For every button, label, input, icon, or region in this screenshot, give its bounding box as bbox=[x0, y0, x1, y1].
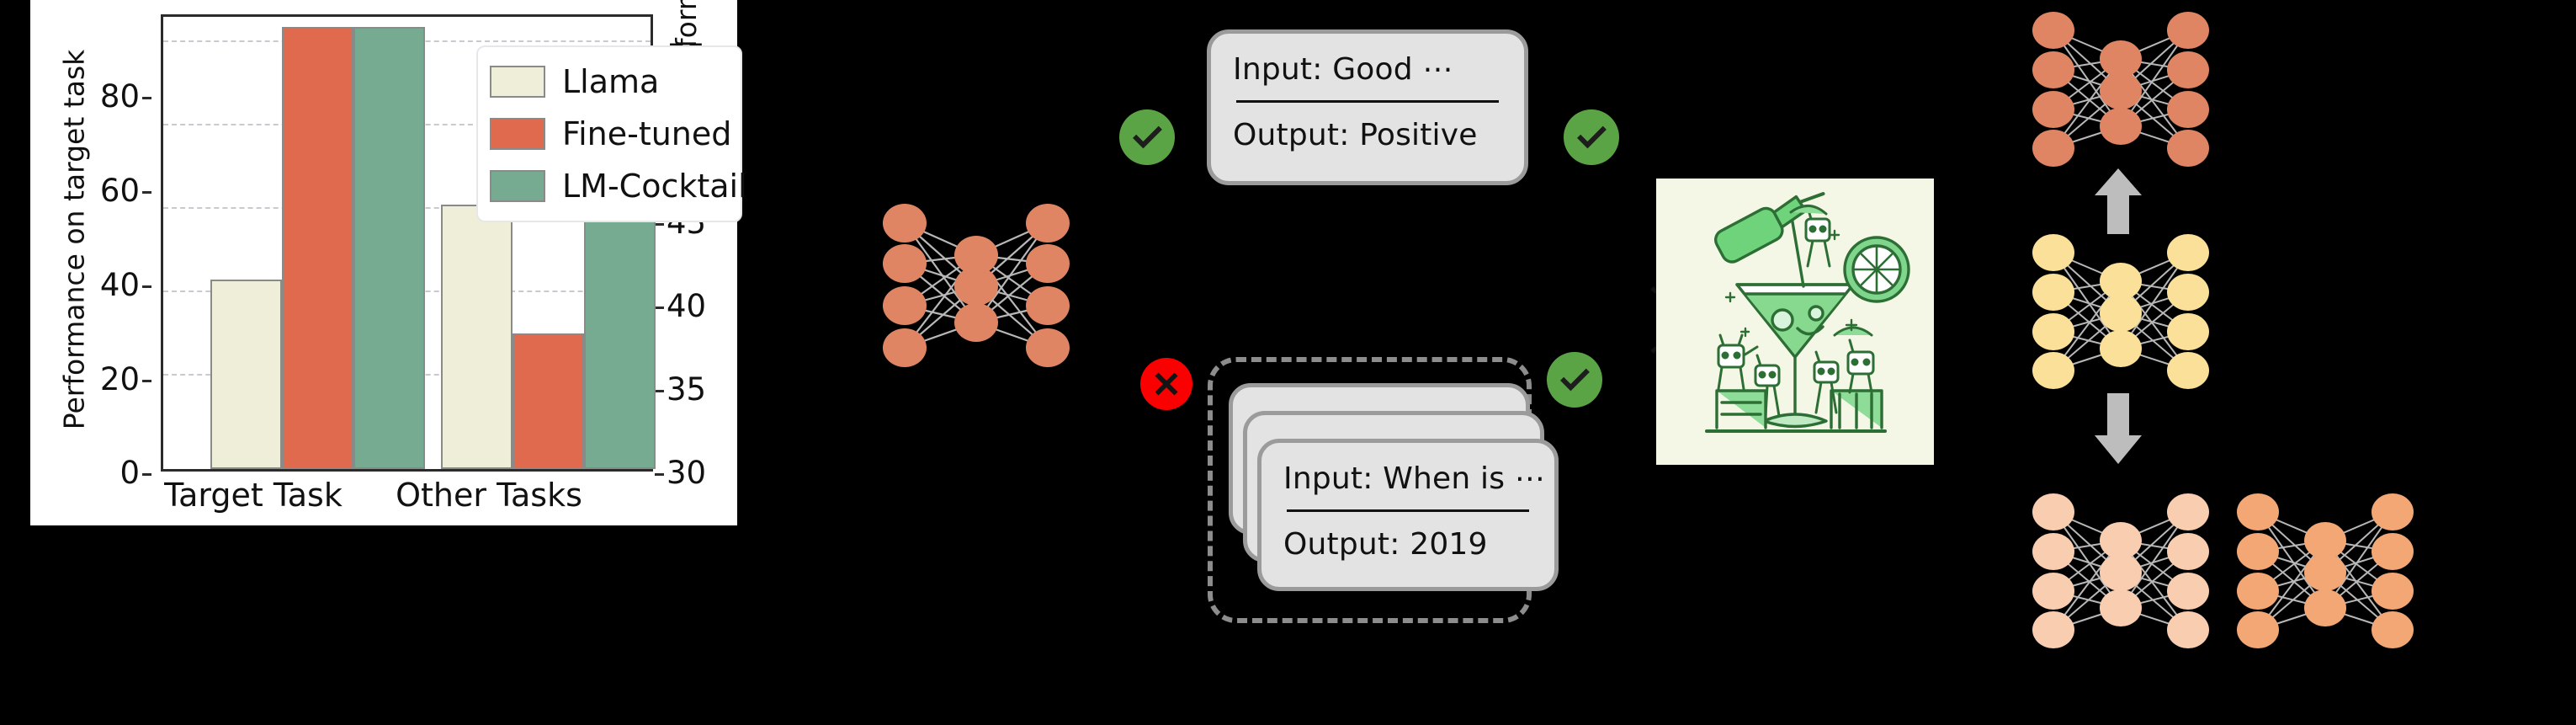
legend-item-lm-cocktail: LM-Cocktail bbox=[490, 160, 747, 212]
cocktail-robots-illustration bbox=[1656, 179, 1934, 465]
right-tick-30-label: 30 bbox=[667, 455, 707, 491]
x-label-other-tasks: Other Tasks bbox=[396, 477, 582, 514]
right-tick-40: 40 bbox=[655, 288, 742, 324]
target-card-output-line: Output: Positive bbox=[1233, 118, 1478, 152]
result-neural-network-top-icon bbox=[2030, 7, 2211, 179]
left-tick-60: 60 bbox=[64, 173, 151, 209]
legend-label-llama: Llama bbox=[562, 63, 660, 100]
tick-mark bbox=[655, 222, 664, 226]
card-divider bbox=[1236, 100, 1499, 103]
bar-other-llama bbox=[441, 205, 513, 469]
left-tick-0-label: 0 bbox=[120, 455, 140, 491]
tick-mark bbox=[142, 379, 151, 382]
legend-item-llama: Llama bbox=[490, 56, 729, 108]
bar-target-lmcocktail bbox=[353, 27, 425, 469]
bar-other-lmcocktail bbox=[584, 179, 656, 469]
target-card-input-line: Input: Good ⋯ bbox=[1233, 52, 1453, 87]
right-tick-35: 35 bbox=[655, 371, 742, 408]
arrow-down-icon bbox=[2093, 392, 2143, 469]
legend-swatch-lm-cocktail bbox=[490, 170, 545, 202]
tick-mark bbox=[142, 285, 151, 288]
other-tasks-card-body: Input: When is ⋯ Output: 2019 bbox=[1261, 443, 1554, 580]
target-card-left-check-icon bbox=[1119, 109, 1175, 165]
x-label-target-task: Target Task bbox=[164, 477, 343, 514]
source-neural-network-icon bbox=[879, 198, 1073, 375]
legend-item-fine-tuned: Fine-tuned bbox=[490, 108, 732, 160]
other-card-check-icon bbox=[1547, 352, 1602, 408]
tick-mark bbox=[142, 96, 151, 99]
right-tick-30: 30 bbox=[655, 455, 742, 491]
left-tick-80: 80 bbox=[64, 78, 151, 115]
other-card-output-line: Output: 2019 bbox=[1283, 527, 1488, 562]
right-tick-35-label: 35 bbox=[667, 371, 707, 408]
bar-chart-panel: Performance on target task Performance o… bbox=[30, 0, 747, 525]
left-tick-20: 20 bbox=[64, 361, 151, 397]
legend-swatch-fine-tuned bbox=[490, 118, 545, 150]
plot-area: Llama Fine-tuned LM-Cocktail bbox=[161, 14, 747, 472]
target-card-right-check-icon bbox=[1564, 109, 1619, 165]
legend-label-fine-tuned: Fine-tuned bbox=[562, 115, 732, 152]
other-card-cross-icon bbox=[1140, 358, 1192, 410]
tick-mark bbox=[655, 389, 664, 392]
tick-mark bbox=[142, 472, 151, 476]
chart-legend: Llama Fine-tuned LM-Cocktail bbox=[476, 45, 747, 222]
left-tick-80-label: 80 bbox=[99, 78, 140, 115]
other-tasks-card-front[interactable]: Input: When is ⋯ Output: 2019 bbox=[1257, 439, 1559, 591]
left-tick-0: 0 bbox=[64, 455, 151, 491]
target-task-card-body: Input: Good ⋯ Output: Positive bbox=[1211, 34, 1524, 171]
left-tick-20-label: 20 bbox=[99, 361, 140, 397]
other-card-input-line: Input: When is ⋯ bbox=[1283, 461, 1546, 496]
left-tick-40-label: 40 bbox=[99, 267, 140, 303]
card-divider bbox=[1287, 509, 1529, 512]
right-tick-40-label: 40 bbox=[667, 288, 707, 324]
bar-target-finetuned bbox=[282, 27, 353, 469]
tick-mark bbox=[655, 306, 664, 309]
legend-label-lm-cocktail: LM-Cocktail bbox=[562, 168, 747, 205]
arrow-up-icon bbox=[2093, 167, 2143, 239]
result-neural-network-bottom-left-icon bbox=[2030, 488, 2211, 661]
left-tick-40: 40 bbox=[64, 267, 151, 303]
tick-mark bbox=[142, 190, 151, 194]
result-neural-network-middle-icon bbox=[2030, 229, 2211, 402]
bar-other-finetuned bbox=[513, 333, 584, 469]
bar-target-llama bbox=[210, 280, 282, 469]
left-tick-60-label: 60 bbox=[99, 173, 140, 209]
result-neural-network-bottom-right-icon bbox=[2234, 488, 2415, 661]
tick-mark bbox=[655, 472, 664, 476]
target-task-card[interactable]: Input: Good ⋯ Output: Positive bbox=[1207, 29, 1528, 185]
legend-swatch-llama bbox=[490, 66, 545, 98]
